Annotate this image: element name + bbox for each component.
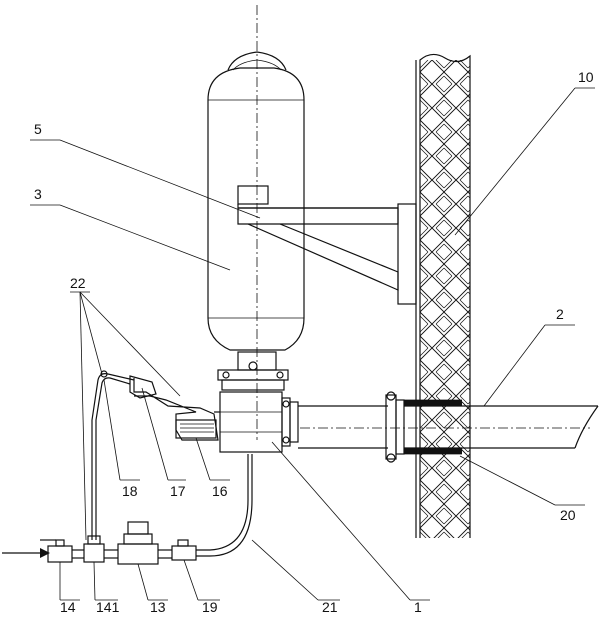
actuator	[129, 375, 220, 441]
control-pipe	[91, 370, 135, 540]
pipe	[298, 391, 599, 463]
label-17: 17	[170, 483, 186, 499]
tank-outlet	[217, 351, 289, 391]
label-13: 13	[150, 599, 166, 615]
label-5: 5	[34, 121, 42, 137]
valve-body	[219, 391, 299, 453]
label-3: 3	[34, 186, 42, 202]
leader-lines	[30, 87, 595, 601]
label-141: 141	[96, 599, 120, 615]
label-20: 20	[560, 507, 576, 523]
tubing	[196, 454, 253, 557]
label-18: 18	[122, 483, 138, 499]
valve-assembly	[2, 521, 197, 565]
label-22: 22	[70, 275, 86, 291]
label-21: 21	[322, 599, 338, 615]
label-16: 16	[212, 483, 228, 499]
wall	[415, 53, 471, 538]
label-1: 1	[414, 599, 422, 615]
label-2: 2	[556, 306, 564, 322]
tank	[207, 51, 305, 351]
part-labels: 5 3 10 2 20 22 18 17 16 1 21 14 141 13 1…	[34, 69, 594, 615]
label-14: 14	[60, 599, 76, 615]
label-10: 10	[578, 69, 594, 85]
bracket	[237, 203, 417, 305]
label-19: 19	[202, 599, 218, 615]
